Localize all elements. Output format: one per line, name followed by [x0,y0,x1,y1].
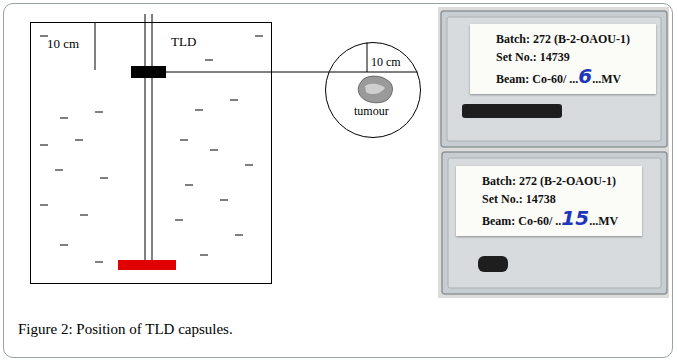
set-number: Set No.: 14739 [496,50,570,64]
rod [152,14,153,260]
handwritten-energy: 6 [578,64,592,88]
body-outline: 10 cm tumour [325,42,421,138]
label-card: Batch: 272 (B-2-OAOU-1) Set No.: 14738Bea… [456,166,642,236]
card-line: Set No.: 14738 [466,190,632,208]
circle-label: tumour [354,105,389,119]
tld-capsule [462,104,562,118]
tank-label: 10 cm [47,37,79,52]
tld-capsule [478,256,508,272]
beam-text: Beam: Co-60/ ... [496,72,578,86]
circle-label: 10 cm [371,56,401,70]
connector-line [272,72,329,73]
beam-text: ...MV [592,72,621,86]
beam-text: Beam: Co-60/ .. [482,214,561,228]
rod [145,14,146,260]
figure-caption: Figure 2: Position of TLD capsules. [18,321,233,338]
tld-block [131,66,166,78]
set-number: Set No.: 14738 [482,192,556,206]
case-inner [447,17,661,141]
case-inner [448,158,661,288]
card-line: Beam: Co-60/ ..15...MV [466,208,632,230]
capsule-case [442,152,667,294]
batch-text: Batch: 272 (B-2-OAOU-1) [496,32,630,46]
card-line: Batch: 272 (B-2-OAOU-1) [466,172,632,190]
leader-line [166,72,272,73]
card-line: Beam: Co-60/ ...6...MV [480,66,646,88]
handwritten-energy: 15 [561,206,589,230]
beam-text: ...MV [589,214,618,228]
depth-line [95,23,96,70]
card-line: Set No.: 14739 [480,48,646,66]
label-card: Batch: 272 (B-2-OAOU-1) Set No.: 14739Bea… [470,24,656,94]
card-line: Batch: 272 (B-2-OAOU-1) [480,30,646,48]
photo-ground [438,7,669,298]
water-tank: 10 cm TLD [30,22,272,284]
batch-text: Batch: 272 (B-2-OAOU-1) [482,174,616,188]
stand-base [118,260,176,270]
capsule-case [441,11,667,147]
tank-label: TLD [171,35,196,50]
